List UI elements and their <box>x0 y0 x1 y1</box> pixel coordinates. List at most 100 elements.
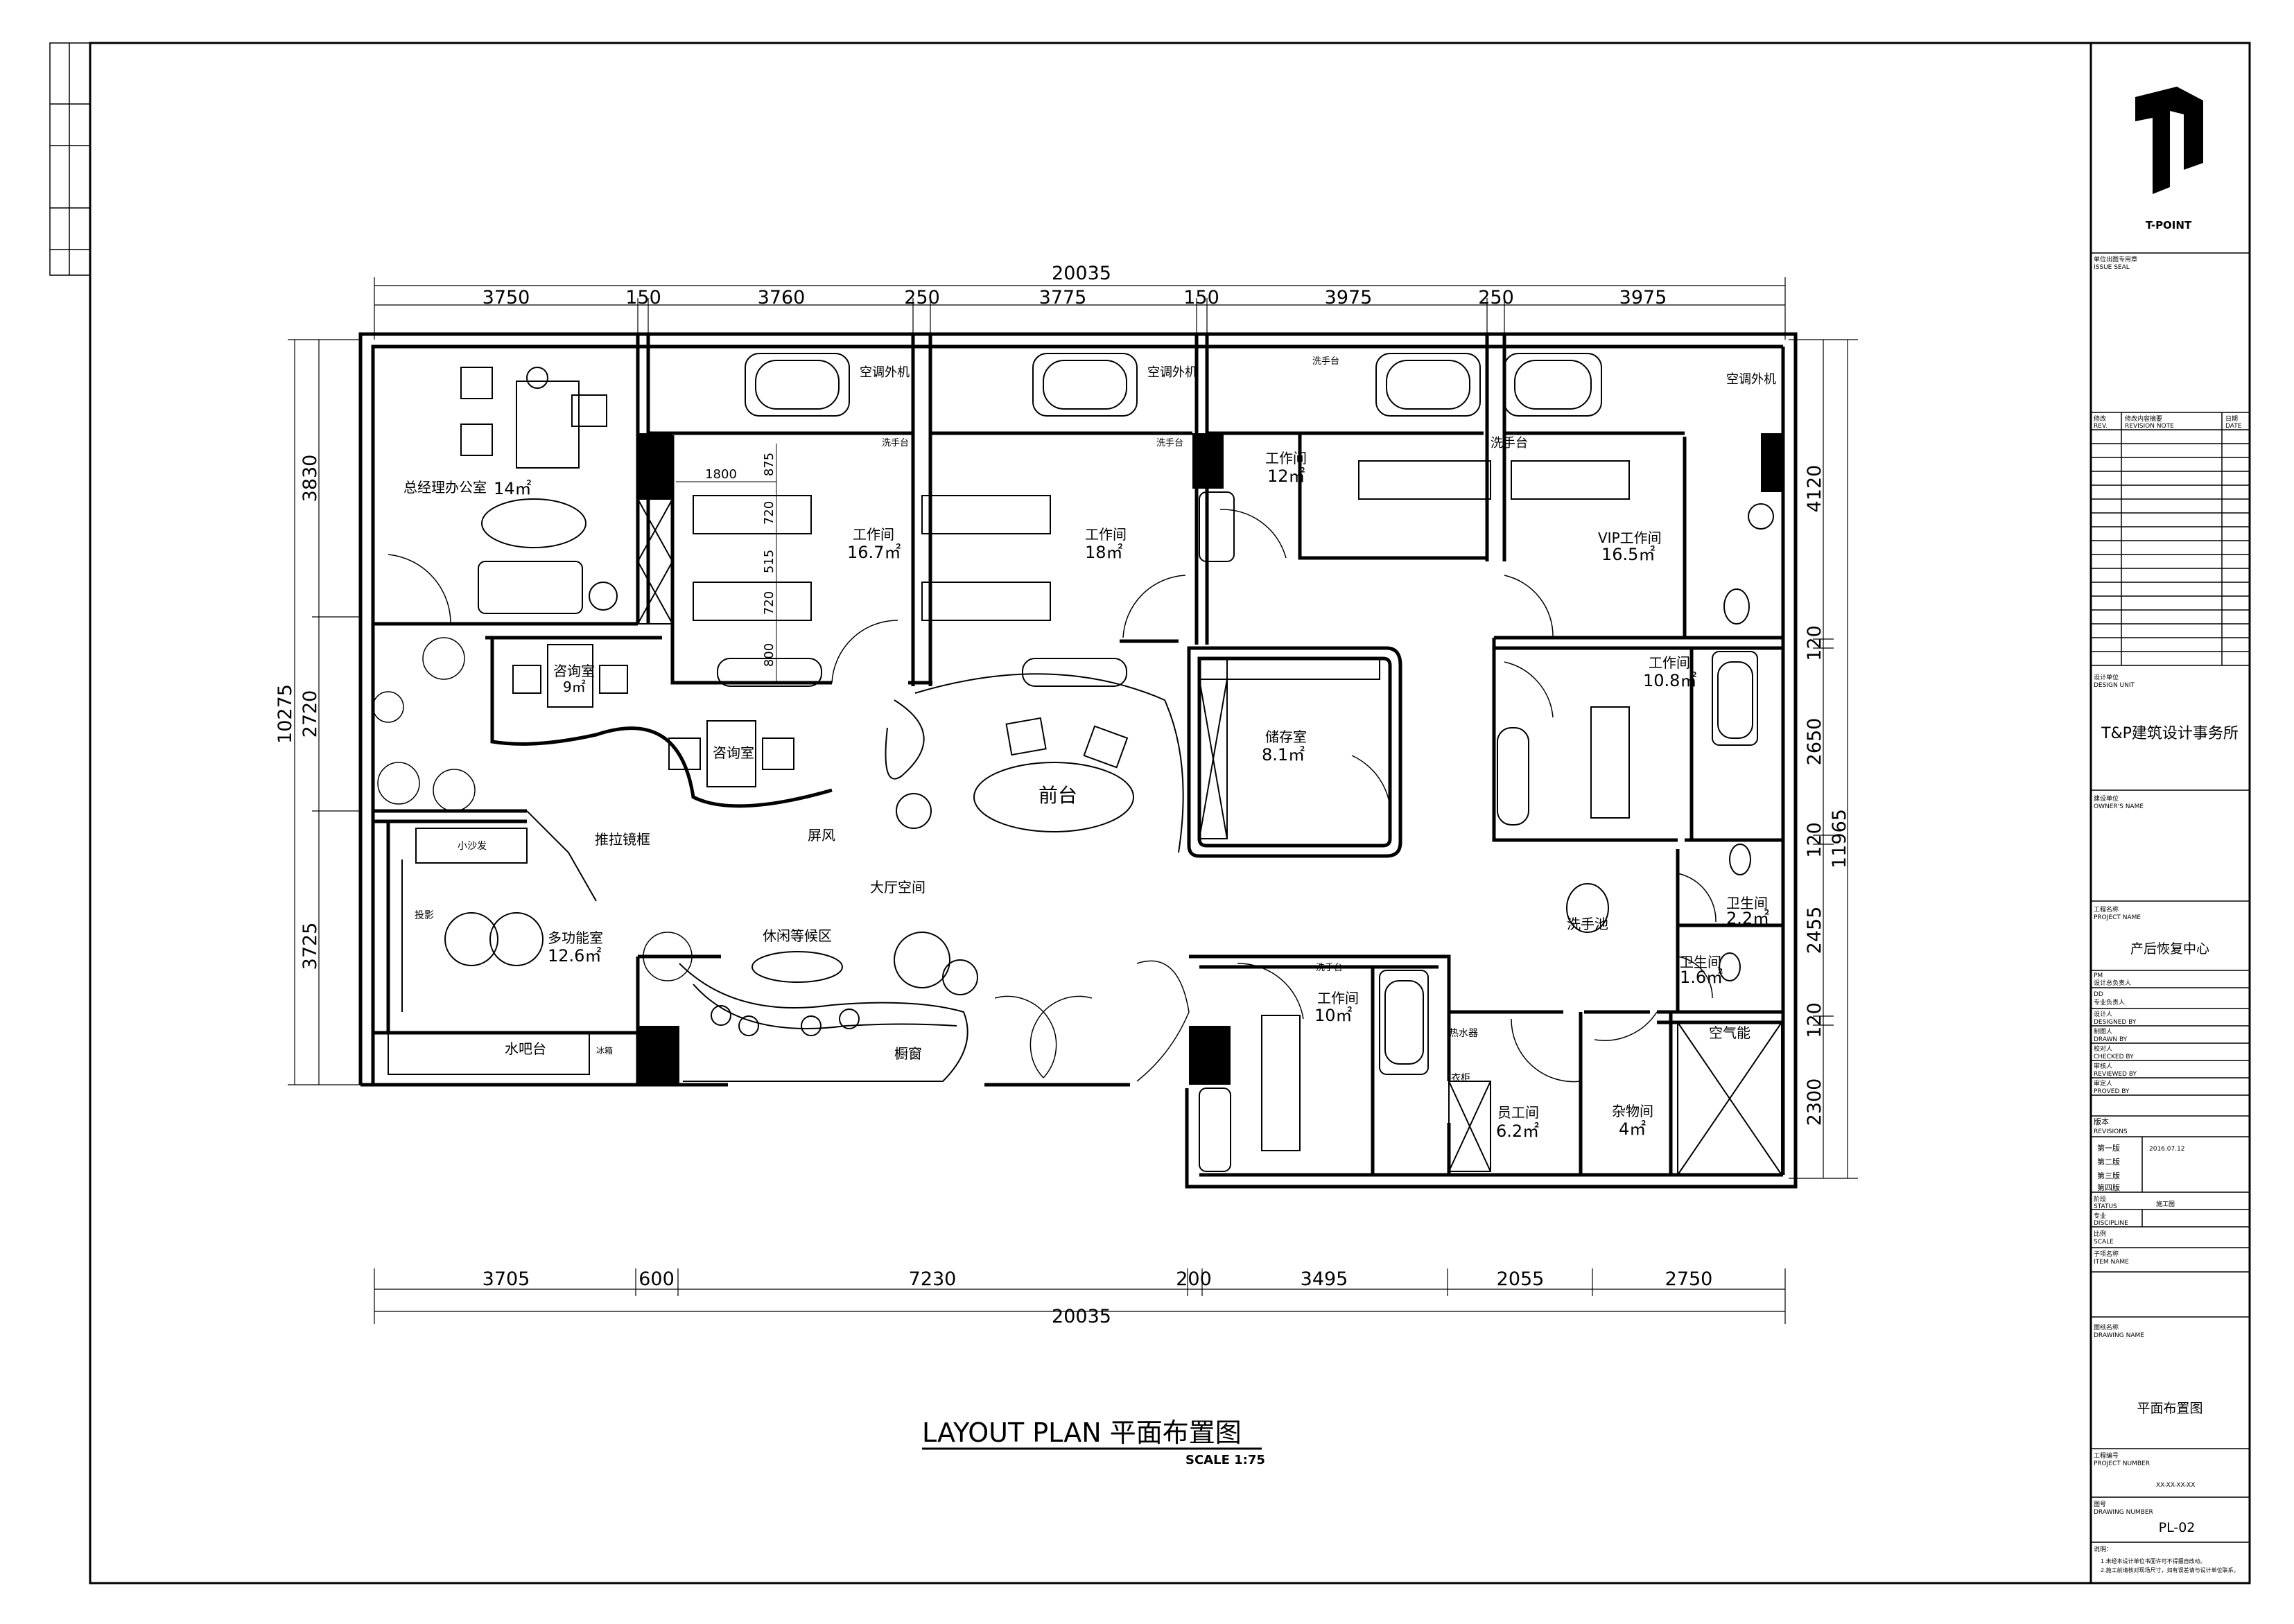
project-name-en: PROJECT NAME <box>2094 914 2141 921</box>
drawing-number: PL-02 <box>2159 1520 2196 1535</box>
rev-cn: 修改 <box>2094 414 2106 423</box>
rev-item-1-date: 2016.07.12 <box>2149 1146 2185 1153</box>
label-vip: VIP工作间 <box>1598 530 1662 546</box>
project-name-cn: 工程名称 <box>2094 905 2119 914</box>
discipline-cn: 专业 <box>2094 1212 2106 1220</box>
date-en: DATE <box>2225 423 2242 430</box>
inner-dim-720b: 720 <box>762 591 776 615</box>
dim-right-total: 11965 <box>1829 809 1850 868</box>
dim-right-seg-7: 2300 <box>1804 1079 1825 1126</box>
inner-dim-1800: 1800 <box>705 467 737 482</box>
date-cn: 日期 <box>2225 415 2238 423</box>
binding-strip <box>49 42 91 276</box>
massage-beds <box>693 460 1630 1151</box>
label-lounge: 休闲等候区 <box>763 927 832 944</box>
label-water-bar: 水吧台 <box>505 1040 546 1057</box>
label-multi: 多功能室 <box>548 929 603 946</box>
dim-bottom-seg-3: 7230 <box>909 1268 957 1290</box>
status-en: STATUS <box>2094 1203 2117 1210</box>
designer-en: DESIGNED BY <box>2094 1019 2137 1026</box>
label-work2: 工作间 <box>1085 526 1127 543</box>
note-1: 1.未经本设计单位书面许可不得擅自改动。 <box>2101 1557 2206 1564</box>
drawer-en: DRAWN BY <box>2094 1036 2128 1043</box>
dim-left-seg-1: 3830 <box>299 455 321 503</box>
owner-cn: 建设单位 <box>2094 794 2119 803</box>
label-consult1: 咨询室 <box>553 663 595 679</box>
dim-bottom-seg-1: 3705 <box>483 1268 530 1290</box>
dim-top-seg-7: 3975 <box>1325 287 1373 308</box>
dim-left-seg-3: 3725 <box>299 923 321 970</box>
dim-bottom-seg-2: 600 <box>638 1268 675 1290</box>
approver-cn: 审定人 <box>2094 1079 2112 1088</box>
bottom-dimensions <box>374 1268 1786 1324</box>
label-toilet1: 卫生间 <box>1726 895 1768 911</box>
drawing-name-cn: 图纸名称 <box>2094 1323 2119 1331</box>
label-sink-1: 洗手台 <box>882 438 909 448</box>
dim-top-seg-3: 3760 <box>758 287 806 308</box>
label-fridge: 冰箱 <box>596 1045 613 1056</box>
sheet-border <box>89 42 2251 1584</box>
label-ac2: 空调外机 <box>1147 365 1197 380</box>
label-storage: 储存室 <box>1265 728 1307 745</box>
label-wash-pool: 洗手池 <box>1567 916 1608 932</box>
rev-item-4: 第四版 <box>2097 1182 2120 1192</box>
label-work1: 工作间 <box>853 526 894 543</box>
dim-right-seg-6: 120 <box>1804 1002 1825 1038</box>
design-unit-name: T&P建筑设计事务所 <box>2101 725 2239 742</box>
columns <box>638 433 1783 1085</box>
plants <box>372 637 693 981</box>
label-sofa: 小沙发 <box>458 841 487 852</box>
label-vip-area: 16.5㎡ <box>1601 545 1655 564</box>
approver-en: PROVED BY <box>2094 1088 2130 1095</box>
left-dimensions <box>288 339 360 1085</box>
rev-item-2: 第二版 <box>2097 1157 2120 1167</box>
revision-note-cn: 修改内容摘要 <box>2125 414 2162 423</box>
label-staff-area: 6.2㎡ <box>1496 1121 1539 1141</box>
project-number-cn: 工程编号 <box>2094 1451 2119 1460</box>
dim-top-seg-8: 250 <box>1478 287 1514 308</box>
wardrobes <box>637 498 1782 1176</box>
label-gm-office: 总经理办公室 <box>403 479 487 496</box>
label-screen: 屏风 <box>808 827 835 844</box>
scale-en: SCALE <box>2094 1239 2114 1246</box>
label-consult2: 咨询室 <box>713 744 754 761</box>
multi-room-furniture <box>388 810 597 1075</box>
revision-note-en: REVISION NOTE <box>2125 423 2174 430</box>
dim-top-seg-5: 3775 <box>1039 287 1087 308</box>
dim-top-seg-1: 3750 <box>483 287 530 308</box>
hall-furniture <box>885 673 1184 995</box>
issue-seal-en: ISSUE SEAL <box>2094 264 2130 271</box>
dim-bottom-seg-7: 2750 <box>1665 1268 1713 1290</box>
checker-en: CHECKED BY <box>2094 1054 2134 1060</box>
scale-cn: 比例 <box>2094 1230 2106 1238</box>
dim-left-seg-2: 2720 <box>299 690 321 738</box>
label-consult1-area: 9㎡ <box>563 679 586 695</box>
label-gm-area: 14㎡ <box>494 479 532 498</box>
label-sink-2: 洗手台 <box>1156 438 1183 448</box>
label-hall: 大厅空间 <box>870 879 926 896</box>
label-work4-area: 10.8㎡ <box>1643 671 1696 690</box>
t-point-logo <box>2135 87 2203 194</box>
label-ac1: 空调外机 <box>860 365 910 380</box>
issue-seal-cn: 单位出图专用章 <box>2094 255 2137 263</box>
label-work3-area: 12㎡ <box>1267 466 1305 486</box>
dim-right-seg-1: 4120 <box>1804 465 1825 513</box>
dim-right-seg-5: 2455 <box>1804 907 1825 954</box>
label-air: 空气能 <box>1709 1024 1750 1041</box>
label-work1-area: 16.7㎡ <box>847 543 901 562</box>
dim-bottom-seg-5: 3495 <box>1301 1268 1348 1290</box>
dim-right-seg-4: 120 <box>1804 822 1825 858</box>
dim-bottom-seg-4: 200 <box>1176 1268 1212 1290</box>
item-name-en: ITEM NAME <box>2094 1259 2129 1266</box>
inner-dim-800: 800 <box>762 643 776 667</box>
reviewer-en: REVIEWED BY <box>2094 1071 2137 1078</box>
label-locker: 衣柜 <box>1451 1073 1470 1084</box>
top-dimensions <box>374 277 1786 340</box>
label-staff: 员工间 <box>1497 1104 1539 1121</box>
label-work3: 工作间 <box>1265 450 1307 466</box>
drawing-name-en: DRAWING NAME <box>2094 1332 2144 1339</box>
inner-dim-875: 875 <box>762 453 776 476</box>
drawing-name: 平面布置图 <box>2137 1401 2202 1416</box>
toilets <box>1566 503 1774 981</box>
dim-right-seg-2: 120 <box>1804 625 1825 661</box>
